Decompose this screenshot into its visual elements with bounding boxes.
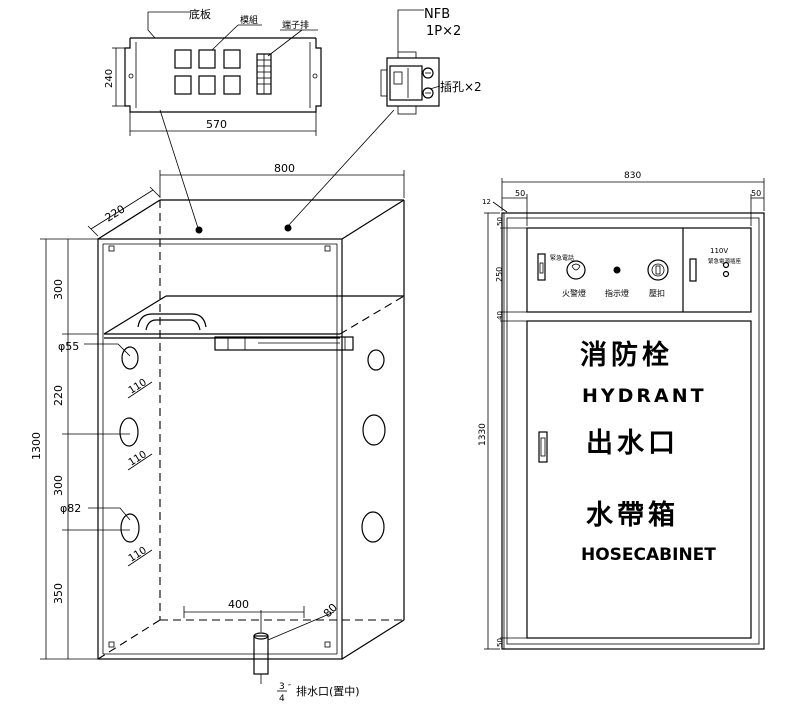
- corner-dim: 12: [482, 198, 491, 206]
- title-cn-hosebox: 水帶箱: [586, 499, 679, 531]
- module-label: 模組: [240, 14, 258, 26]
- drain-frac-num: 3: [279, 682, 285, 692]
- nfb-label: NFB: [424, 7, 450, 22]
- push-button: [647, 259, 669, 281]
- base-plate-drawing: 底板 模組 端子排 570 240: [104, 7, 322, 136]
- hole-spacing-3: 110: [127, 545, 149, 564]
- socket-count-label: 插孔×2: [440, 80, 482, 94]
- indicator-lamp: [613, 266, 621, 274]
- hole-spacing-2: 110: [127, 449, 149, 468]
- title-en-hydrant: HYDRANT: [582, 385, 707, 407]
- title-cn-hydrant: 消防栓: [580, 340, 673, 371]
- bottom-width-dim: 400: [228, 598, 249, 611]
- cabinet-width-dim: 800: [274, 162, 295, 175]
- voltage-label: 110V: [710, 247, 728, 255]
- front-seg-panel: 250: [495, 267, 504, 282]
- hole-spacing-1: 110: [127, 377, 149, 396]
- door-handle: [538, 431, 548, 463]
- terminal-label: 端子排: [282, 19, 309, 31]
- module-grid: [174, 49, 241, 95]
- title-cn-outlet: 出水口: [586, 428, 679, 459]
- front-seg-gap: 40: [496, 311, 504, 320]
- cabinet-3d-drawing: 400 80 3 4 ″ 排水口(置中) 800 220 1300: [30, 162, 405, 704]
- front-view-drawing: 緊急電話 火警燈 指示燈 壓扣 110V 緊急電源插座 消防栓 HYDRANT …: [478, 171, 765, 650]
- seg-top-dim: 300: [52, 279, 65, 300]
- phone-switch: [537, 253, 546, 281]
- alarm-lamp: [566, 260, 586, 280]
- title-en-hosecabinet: HOSECABINET: [581, 545, 716, 565]
- nfb-breaker-drawing: NFB 1P×2 插孔×2: [380, 7, 482, 115]
- indicator-label: 指示燈: [605, 288, 629, 298]
- drain-frac-den: 4: [279, 694, 285, 704]
- left-margin-dim: 50: [515, 189, 525, 198]
- nfb-mount-point: [284, 224, 292, 232]
- plate-mount-point: [195, 226, 203, 234]
- right-margin-dim: 50: [751, 189, 761, 198]
- seg-220-dim: 220: [52, 385, 65, 406]
- terminal-strip: [256, 53, 272, 95]
- nfb-spec: 1P×2: [426, 24, 461, 39]
- seg-bottom-dim: 350: [52, 583, 65, 604]
- phone-switch-label: 緊急電話: [550, 254, 574, 262]
- cabinet-depth-dim: 220: [103, 202, 128, 224]
- svg-text:″: ″: [288, 683, 291, 692]
- hole-large-label: φ82: [60, 502, 81, 515]
- plate-width-dim: 570: [206, 118, 227, 131]
- front-seg-bottom: 50: [496, 638, 504, 647]
- socket-label: 緊急電源插座: [708, 257, 742, 265]
- alarm-lamp-label: 火警燈: [562, 288, 586, 298]
- hole-small-label: φ55: [58, 340, 79, 353]
- cabinet-height-dim: 1300: [30, 432, 43, 460]
- front-seg-top: 50: [496, 217, 504, 226]
- front-height-dim: 1330: [478, 423, 488, 446]
- push-button-label: 壓扣: [649, 288, 665, 298]
- socket-switch: [689, 258, 697, 282]
- drain-label: 排水口(置中): [296, 684, 360, 698]
- plate-height-dim: 240: [104, 69, 115, 88]
- base-plate-label: 底板: [189, 7, 211, 21]
- front-width-dim: 830: [624, 171, 641, 181]
- seg-mid-dim: 300: [52, 475, 65, 496]
